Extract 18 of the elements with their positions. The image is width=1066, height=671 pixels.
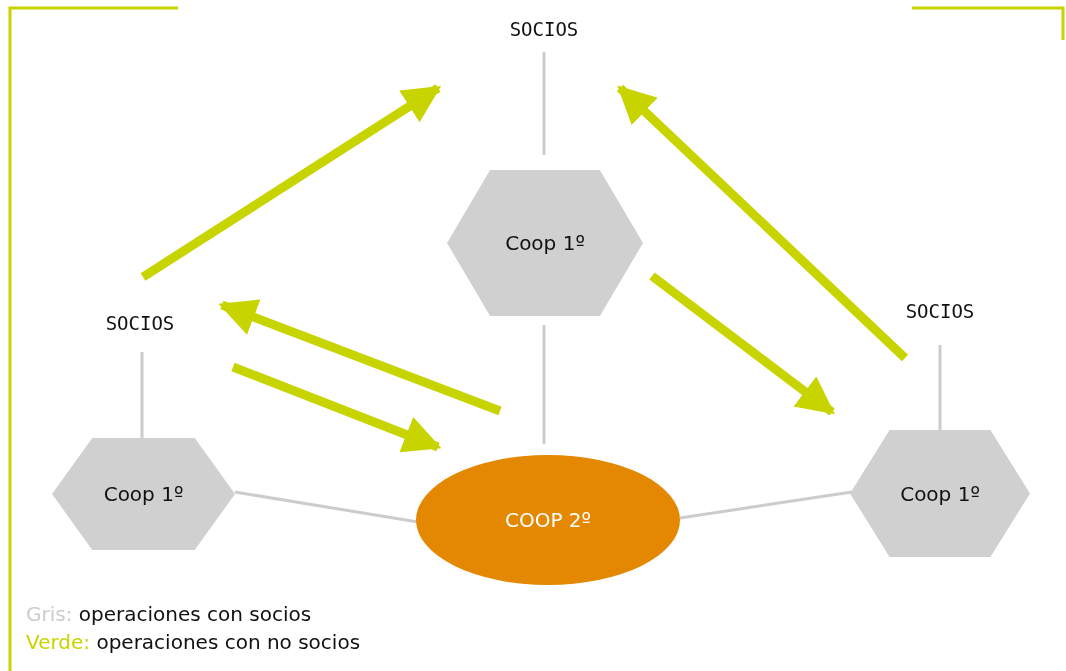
arrow [218, 299, 502, 416]
connector-line [140, 352, 144, 438]
node-label: Coop 1º [103, 482, 184, 506]
arrow [231, 362, 442, 453]
connector-line [679, 490, 853, 520]
connector-line [542, 325, 546, 444]
node-label: SOCIOS [105, 312, 175, 334]
arrow [649, 272, 835, 416]
arrow [616, 84, 909, 362]
node-label: Coop 1º [505, 231, 585, 255]
node-label: COOP 2º [505, 508, 591, 532]
node-label: SOCIOS [509, 18, 579, 40]
node-label: SOCIOS [905, 300, 975, 322]
legend-entry: Verde: operaciones con no socios [26, 629, 361, 656]
connector-line [938, 345, 942, 430]
node-label: Coop 1º [900, 481, 980, 506]
arrow [140, 84, 442, 281]
connector-line [542, 52, 546, 155]
